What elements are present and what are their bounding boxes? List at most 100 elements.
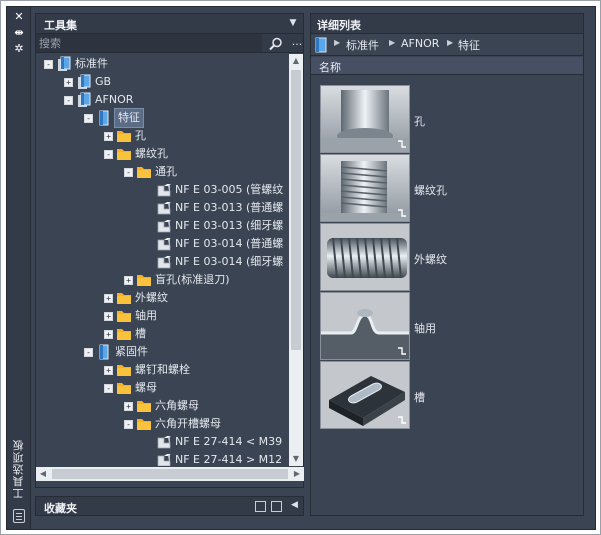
thumbnail-view-icon[interactable]	[271, 501, 282, 512]
item-label[interactable]: 槽	[414, 391, 425, 404]
tree-node[interactable]: NF E 03-014 (普通螺	[36, 235, 288, 253]
tree-node[interactable]: NF E 27-414 > M12	[36, 451, 288, 466]
expand-icon[interactable]: +	[104, 312, 113, 321]
breadcrumb-item[interactable]: AFNOR	[401, 37, 440, 50]
tree-node[interactable]: - 螺母	[36, 379, 288, 397]
folder-icon	[136, 164, 152, 180]
item-label[interactable]: 螺纹孔	[414, 184, 447, 197]
tree-node[interactable]: + GB	[36, 73, 288, 91]
scroll-down-icon[interactable]: ▼	[292, 454, 300, 463]
more-options-button[interactable]: ...	[291, 35, 303, 48]
scroll-thumb[interactable]	[291, 70, 301, 350]
collapse-icon[interactable]: -	[124, 420, 133, 429]
chevron-down-icon[interactable]: ▼	[289, 18, 297, 28]
collapse-icon[interactable]: -	[44, 60, 53, 69]
tree-node[interactable]: -特征	[36, 108, 288, 128]
expand-icon[interactable]: +	[124, 276, 133, 285]
tree-node-label: 盲孔(标准退刀)	[155, 273, 230, 286]
tree-node-label: GB	[95, 75, 112, 88]
collapse-icon[interactable]: -	[124, 168, 133, 177]
scroll-right-icon[interactable]: ▶	[293, 469, 301, 478]
expand-icon[interactable]: +	[64, 78, 73, 87]
expand-icon[interactable]: +	[104, 330, 113, 339]
tree-node[interactable]: NF E 03-013 (普通螺	[36, 199, 288, 217]
tapped-hole-thumbnail-icon	[321, 155, 409, 221]
item-thumbnail-external-thread[interactable]	[320, 223, 410, 291]
search-icon[interactable]	[268, 36, 284, 52]
collapse-icon[interactable]: -	[84, 114, 93, 123]
part-family-icon	[156, 200, 172, 216]
corner-flag-icon	[398, 347, 406, 355]
tree-vertical-scrollbar[interactable]: ▲ ▼	[289, 54, 303, 466]
scroll-up-icon[interactable]: ▲	[292, 56, 300, 65]
tree-node[interactable]: - AFNOR	[36, 91, 288, 109]
expand-icon[interactable]: +	[104, 132, 113, 141]
tree-node[interactable]: NF E 03-005 (管螺纹	[36, 181, 288, 199]
part-family-icon	[156, 182, 172, 198]
tree-node-label: NF E 27-414 > M12	[175, 453, 283, 466]
expand-icon[interactable]: +	[104, 294, 113, 303]
search-input[interactable]	[36, 34, 262, 52]
favorites-bar[interactable]: 收藏夹 ◀	[35, 496, 304, 516]
item-thumbnail-slot[interactable]	[320, 361, 410, 429]
auto-hide-icon[interactable]: ⇹	[14, 26, 24, 39]
tree-node[interactable]: -螺纹孔	[36, 145, 288, 163]
item-thumbnail-hole[interactable]	[320, 85, 410, 153]
content-library-icon[interactable]	[13, 509, 25, 523]
folder-icon	[116, 308, 132, 324]
tree-node[interactable]: + 盲孔(标准退刀)	[36, 271, 288, 289]
chevron-left-icon[interactable]: ◀	[291, 500, 298, 510]
close-icon[interactable]: ✕	[14, 10, 24, 23]
breadcrumb-item[interactable]: 标准件	[346, 39, 379, 52]
tree-node-label: 螺母	[135, 381, 157, 394]
tree-node-label: NF E 03-013 (普通螺	[175, 201, 284, 214]
tree-node-label: AFNOR	[95, 93, 134, 106]
tree-node[interactable]: +螺钉和螺栓	[36, 361, 288, 379]
collapse-icon[interactable]: -	[64, 96, 73, 105]
tree-horizontal-scrollbar[interactable]: ◀ ▶	[36, 467, 304, 481]
collapse-icon[interactable]: -	[104, 384, 113, 393]
item-thumbnail-tapped-hole[interactable]	[320, 154, 410, 222]
folder-icon	[116, 380, 132, 396]
tree-node-label: 轴用	[135, 309, 157, 322]
part-family-icon	[156, 236, 172, 252]
item-label[interactable]: 轴用	[414, 322, 436, 335]
hole-thumbnail-icon	[321, 86, 409, 152]
expand-icon[interactable]: +	[124, 402, 133, 411]
detail-list-panel: 详细列表 ▶ 标准件 ▶ AFNOR ▶ 特征 名称	[310, 13, 584, 516]
folder-icon	[116, 128, 132, 144]
expand-icon[interactable]: +	[104, 366, 113, 375]
detail-list-title: 详细列表	[317, 19, 361, 32]
tree-node[interactable]: + 轴用	[36, 307, 288, 325]
tree-node-label: 外螺纹	[135, 291, 168, 304]
item-label[interactable]: 外螺纹	[414, 253, 447, 266]
tree-node[interactable]: +孔	[36, 127, 288, 145]
column-header-label: 名称	[319, 61, 341, 74]
tree-node[interactable]: -六角开槽螺母	[36, 415, 288, 433]
favorites-title: 收藏夹	[44, 502, 77, 515]
tree-node[interactable]: NF E 27-414 < M39	[36, 433, 288, 451]
breadcrumb-item[interactable]: 特征	[458, 39, 480, 52]
collapse-icon[interactable]: -	[104, 150, 113, 159]
tree-node-label: NF E 03-014 (普通螺	[175, 237, 284, 250]
tree-node[interactable]: NF E 03-014 (细牙螺	[36, 253, 288, 271]
collapse-icon[interactable]: -	[84, 348, 93, 357]
tree-node[interactable]: +槽	[36, 325, 288, 343]
column-header-name[interactable]: 名称	[311, 57, 583, 75]
library-book-icon	[315, 37, 327, 53]
scroll-thumb-horizontal[interactable]	[52, 469, 288, 479]
item-thumbnail-shaft-groove[interactable]	[320, 292, 410, 360]
scroll-left-icon[interactable]: ◀	[39, 469, 47, 478]
tree-node[interactable]: + 六角螺母	[36, 397, 288, 415]
tree-node[interactable]: NF E 03-013 (细牙螺	[36, 217, 288, 235]
corner-flag-icon	[398, 416, 406, 424]
tree-node-label: 六角螺母	[155, 399, 199, 412]
list-view-icon[interactable]	[255, 501, 266, 512]
tree-node[interactable]: -标准件	[36, 55, 288, 73]
item-label[interactable]: 孔	[414, 115, 425, 128]
tree-node[interactable]: -紧固件	[36, 343, 288, 361]
corner-flag-icon	[398, 209, 406, 217]
tree-node[interactable]: + 外螺纹	[36, 289, 288, 307]
tree-node[interactable]: -通孔	[36, 163, 288, 181]
properties-gear-icon[interactable]: ✲	[14, 42, 24, 55]
